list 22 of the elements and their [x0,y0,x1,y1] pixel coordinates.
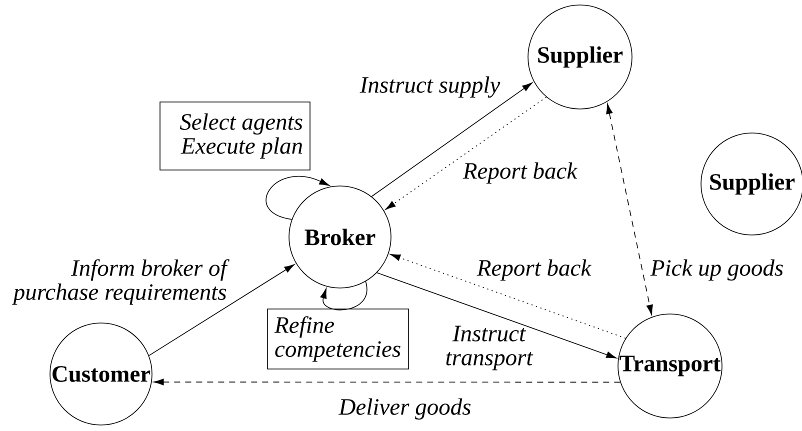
circle-node: Supplier [528,4,632,110]
arrow [376,272,617,358]
arrow [153,378,621,386]
edge-label: Pick up goods [650,259,783,281]
arrow [385,96,547,210]
circle-node: Customer [50,322,152,426]
loop-arrow [320,281,368,310]
edge-label: Deliver goods [338,398,471,420]
circle-node: Broker [288,186,392,288]
activity-box: Refine competencies [267,308,409,370]
loop-arrow [266,176,330,220]
arrow [371,82,532,197]
edge-label: Instruct transport [446,326,534,370]
activity-box: Select agents Execute plan [160,102,310,170]
edge-label: Instruct supply [360,76,500,98]
circle-node: Transport [618,314,722,418]
arrow [148,264,295,356]
edge-label: Report back [462,162,578,184]
arrow [390,254,626,339]
arrow [606,104,653,316]
edge-label: Inform broker of purchase requirements [12,259,230,305]
edge-label: Report back [476,259,592,281]
